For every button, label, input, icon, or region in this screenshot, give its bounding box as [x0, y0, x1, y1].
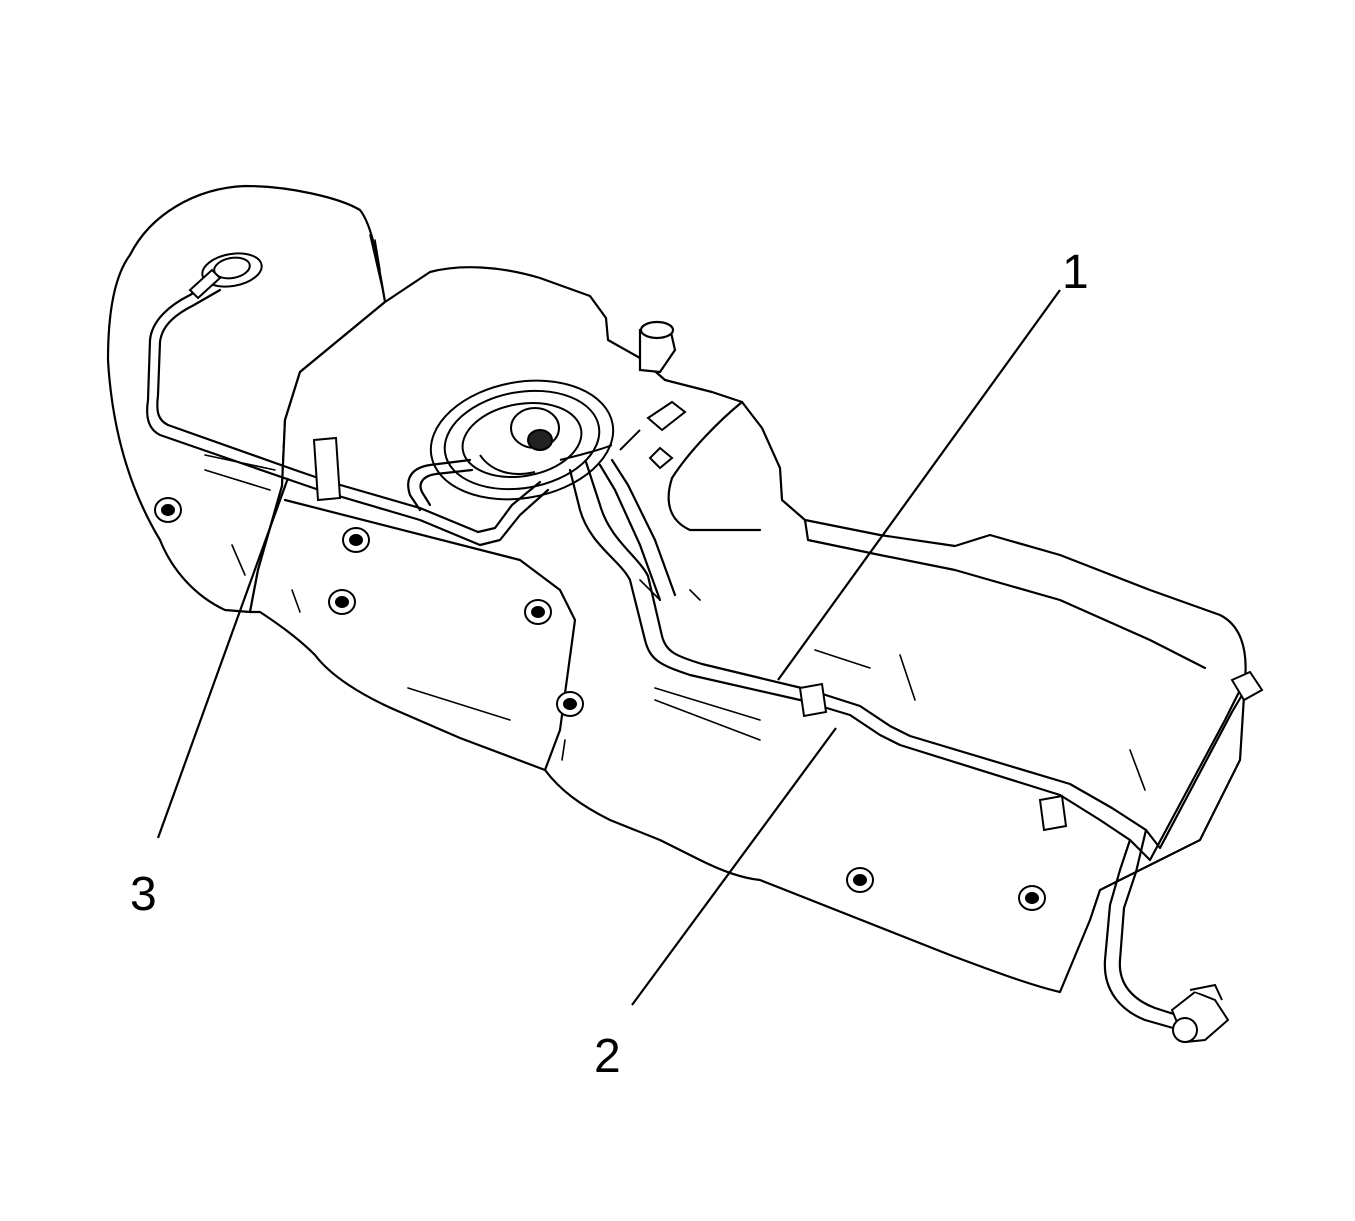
sender-fitting: [188, 252, 263, 300]
stud-2: [342, 527, 370, 553]
stud-4: [524, 599, 552, 625]
line-end-connectors: [1170, 670, 1264, 1044]
fuel-feed-line: [568, 468, 1182, 1032]
electrical-connector: [619, 400, 687, 470]
tank-recess: [667, 400, 762, 532]
callout-labels: 1 2 3: [130, 246, 1089, 1083]
callout-1: 1: [1062, 246, 1089, 299]
stud-1: [154, 497, 182, 523]
leader-2: [631, 727, 837, 1006]
stud-5: [556, 691, 584, 717]
stud-3: [328, 589, 356, 615]
fuel-tank-body: [106, 184, 1247, 994]
fuel-lines: [146, 278, 1250, 1032]
fuel-return-line: [598, 463, 662, 602]
callout-2: 2: [594, 1030, 621, 1083]
tank-center-top: [248, 266, 1247, 994]
tank-right-lobe-edge: [803, 518, 1207, 670]
line-clips: [312, 436, 1068, 832]
tank-front-face: [283, 498, 577, 772]
leader-1: [777, 289, 1061, 681]
vent-line: [146, 278, 327, 494]
leader-3: [156, 477, 290, 839]
fuel-pump-module: [429, 379, 615, 501]
filler-neck: [638, 320, 677, 374]
surface-details: [204, 234, 1146, 791]
callout-leaders: [156, 289, 1061, 1006]
mounting-studs: [154, 497, 1046, 911]
callout-3: 3: [130, 868, 157, 921]
stud-6: [846, 867, 874, 893]
stud-7: [1018, 885, 1046, 911]
